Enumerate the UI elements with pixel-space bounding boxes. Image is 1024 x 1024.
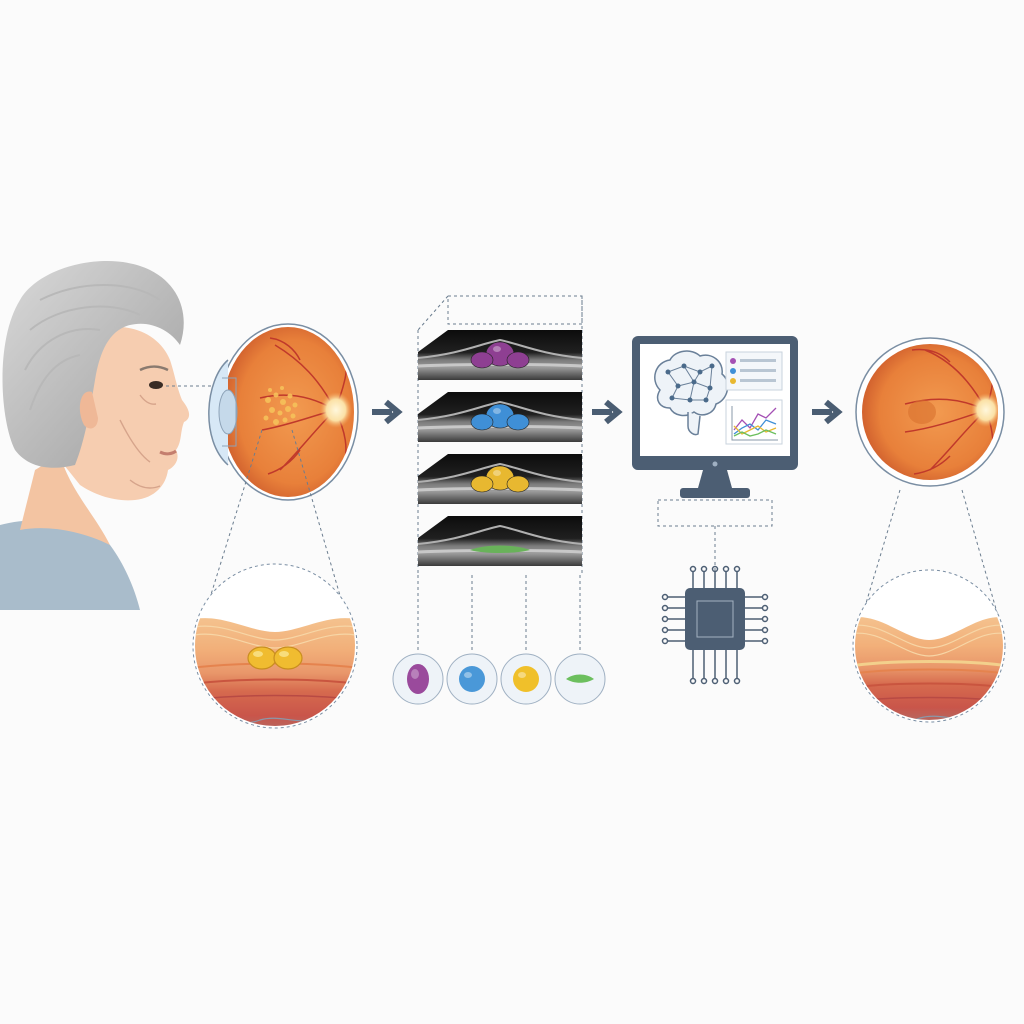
cornea	[208, 359, 229, 466]
oct-lesion-right-2	[506, 413, 530, 431]
drusen-deposit-1	[247, 646, 277, 670]
oct-slice-2	[417, 392, 583, 442]
diseased-retina-cross-section	[192, 563, 358, 729]
hair	[2, 261, 184, 468]
results-list-panel	[725, 351, 783, 391]
oct-lesion-left-1	[470, 351, 494, 369]
lens	[218, 389, 238, 435]
ear	[79, 391, 98, 429]
arrow-2	[592, 399, 623, 425]
oct-scan-stack	[417, 295, 583, 575]
arrow-1	[372, 399, 403, 425]
oct-lesion-left-3	[470, 475, 494, 493]
drusen-cluster	[263, 386, 298, 425]
monitor-stand	[698, 470, 732, 488]
purple-cell-icon	[392, 653, 444, 705]
drusen-deposit-2	[273, 646, 303, 670]
oct-lesion-right-1	[506, 351, 530, 369]
patient-eye	[149, 381, 163, 389]
hair-strands	[24, 284, 161, 411]
wrinkles	[119, 394, 161, 489]
shoulder	[0, 520, 140, 610]
optic-disc	[320, 392, 352, 428]
oct-lesion-left-2	[470, 413, 494, 431]
processor-chip-icon	[661, 565, 769, 685]
oct-slice-1	[417, 330, 583, 380]
zoom-line-right-eye-right	[961, 489, 1003, 631]
healthy-eye-fundus	[855, 337, 1005, 487]
oct-slice-3	[417, 454, 583, 504]
eyebrow	[139, 365, 169, 372]
patient-profile	[0, 261, 190, 610]
zoom-line-right	[291, 429, 351, 631]
biomarker-legend	[392, 653, 606, 705]
diseased-eyeball	[208, 323, 359, 501]
blue-cell-icon	[446, 653, 498, 705]
green-layer-icon	[554, 653, 606, 705]
ai-workstation	[632, 336, 798, 498]
oct-lesion-right-3	[506, 475, 530, 493]
yellow-cell-icon	[500, 653, 552, 705]
mouth	[159, 449, 177, 456]
neck	[20, 455, 110, 545]
arrow-3	[812, 399, 843, 425]
oct-slice-4	[417, 516, 583, 566]
healthy-optic-disc	[971, 393, 998, 427]
results-chart-panel	[725, 399, 783, 445]
legend-connectors	[417, 575, 581, 650]
retinal-vessels	[259, 337, 348, 475]
oct-lesion-flat-4	[470, 545, 530, 553]
healthy-retina-cross-section	[852, 569, 1006, 723]
